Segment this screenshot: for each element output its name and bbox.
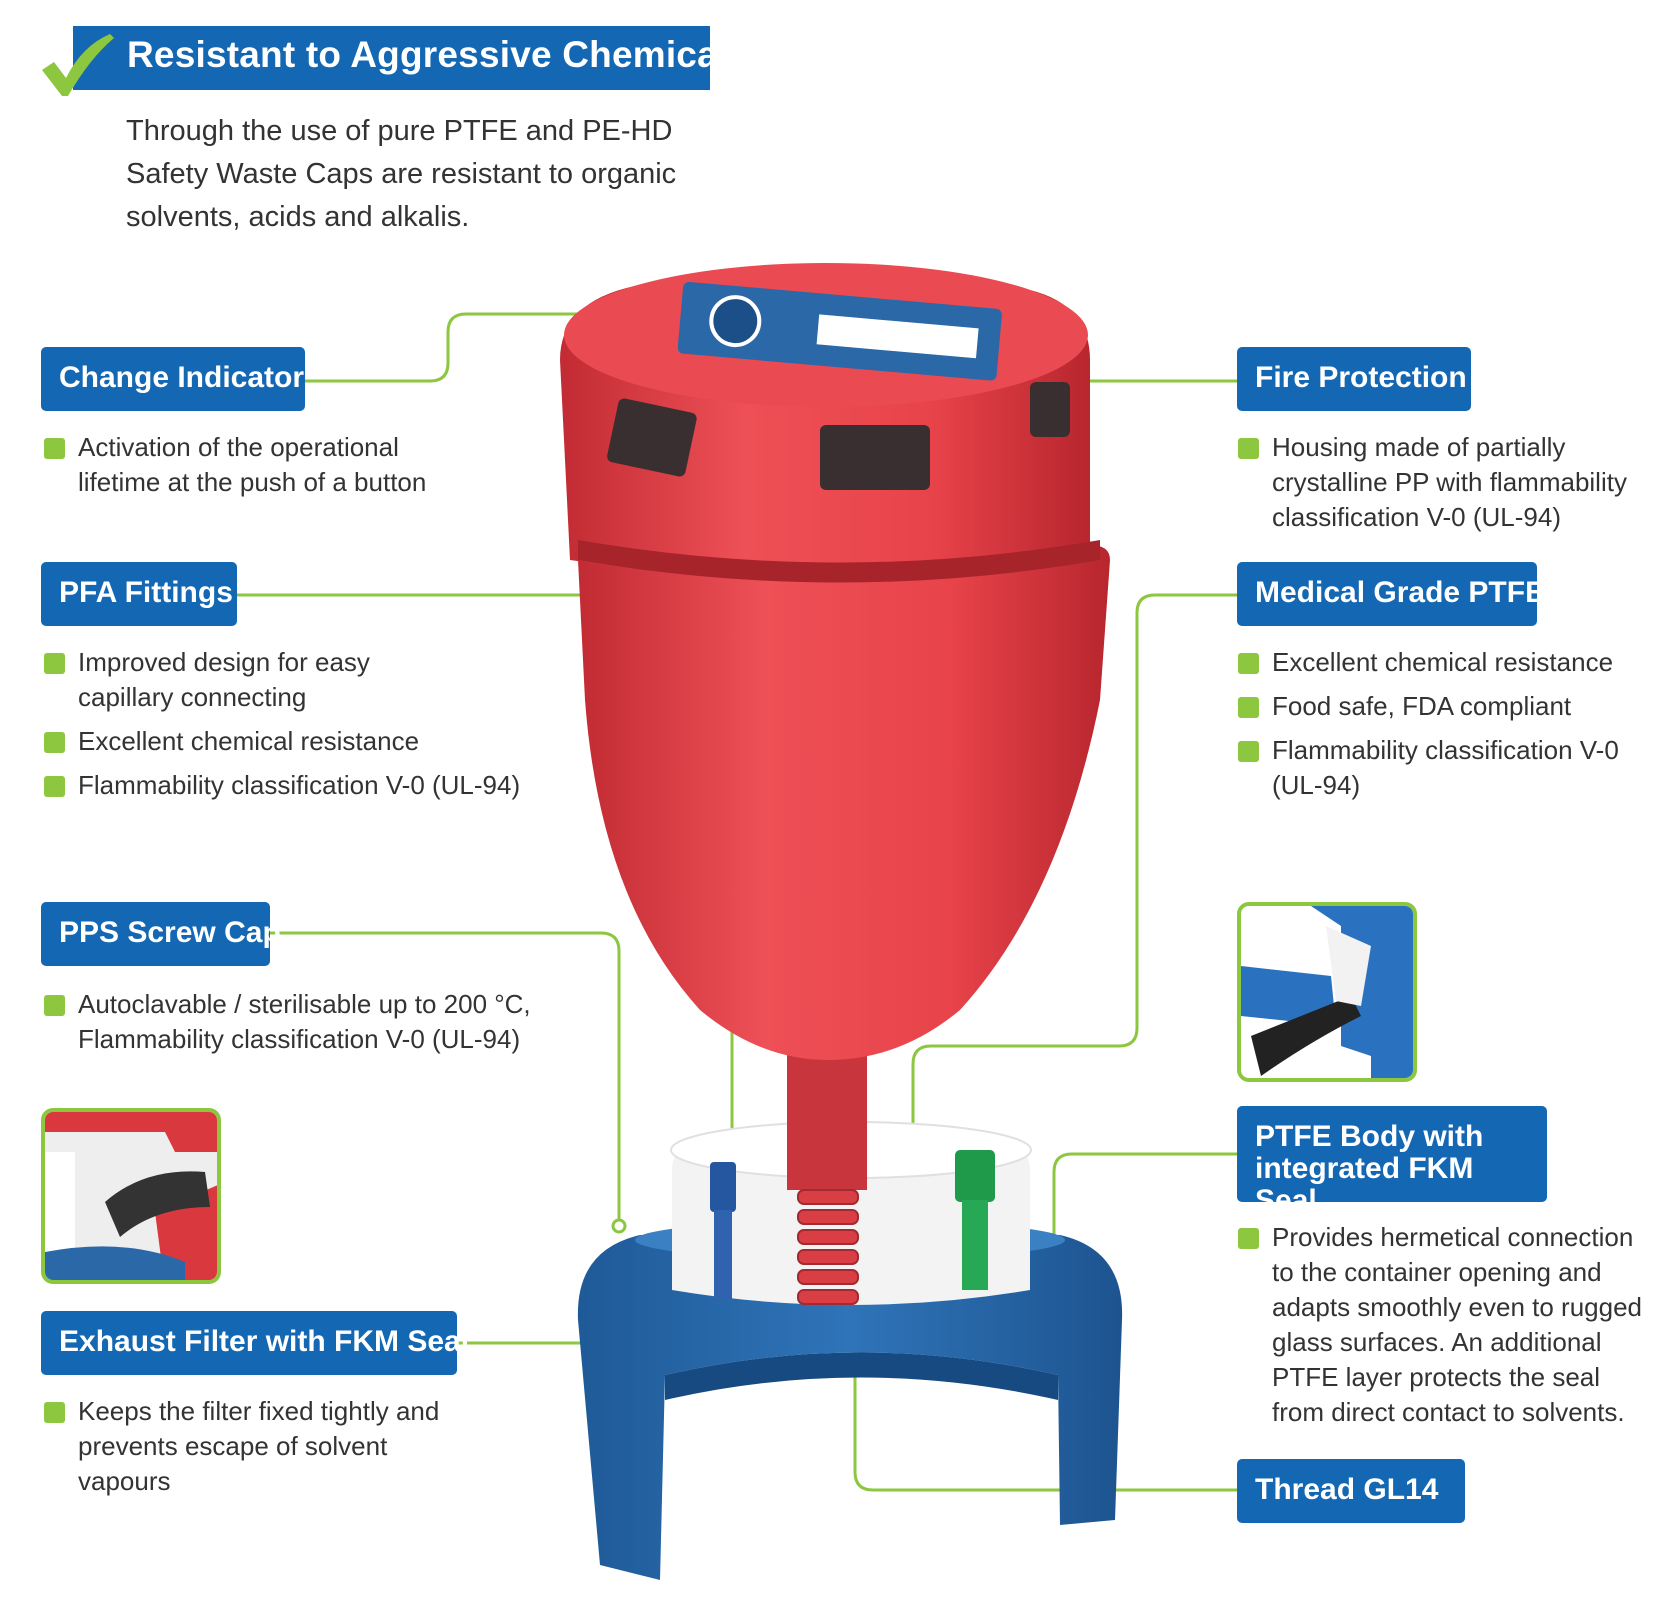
list-item: Improved design for easy capillary conne… (44, 645, 418, 715)
green-square-bullet-icon (44, 995, 65, 1016)
label-pfa-fittings: PFA Fittings (41, 562, 237, 626)
green-square-bullet-icon (1238, 1228, 1259, 1249)
green-fitting (955, 1150, 995, 1290)
list-item: Flammability classification V-0 (UL-94) (1238, 733, 1632, 803)
green-square-bullet-icon (44, 438, 65, 459)
label-change-indicator: Change Indicator (41, 347, 305, 411)
label-thread-gl14: Thread GL14 (1237, 1459, 1465, 1523)
list-item: Autoclavable / sterilisable up to 200 °C… (44, 987, 534, 1057)
label-exhaust-filter: Exhaust Filter with FKM Seal (41, 1311, 469, 1375)
green-square-bullet-icon (1238, 438, 1259, 459)
intro-text: Through the use of pure PTFE and PE-HD S… (126, 115, 677, 233)
title-banner (73, 26, 710, 90)
green-square-bullet-icon (44, 653, 65, 674)
page-title: Resistant to Aggressive Chemicals (127, 34, 750, 75)
list-item: Flammability classification V-0 (UL-94) (44, 768, 544, 803)
list-item: Excellent chemical resistance (44, 724, 544, 759)
ptfe-seal-detail-illustration (1241, 906, 1413, 1078)
blue-fitting (710, 1162, 736, 1300)
inset-exhaust-filter-seal (41, 1108, 221, 1284)
list-item: Food safe, FDA compliant (1238, 689, 1658, 724)
checkmark-icon (42, 34, 114, 96)
green-square-bullet-icon (44, 732, 65, 753)
red-housing (560, 263, 1110, 1060)
green-square-bullet-icon (1238, 741, 1259, 762)
green-square-bullet-icon (44, 1402, 65, 1423)
green-square-bullet-icon (44, 776, 65, 797)
label-pps-screw-cap: PPS Screw Cap (41, 902, 281, 966)
pfa-fittings-bullets: Improved design for easy capillary conne… (44, 645, 544, 812)
green-square-bullet-icon (1238, 653, 1259, 674)
ptfe-body-bullets: Provides hermetical connection to the co… (1238, 1220, 1658, 1439)
exhaust-filter-bullets: Keeps the filter fixed tightly and preve… (44, 1394, 484, 1508)
label-fire-protection: Fire Protection (1237, 347, 1471, 411)
pps-screw-cap-bullets: Autoclavable / sterilisable up to 200 °C… (44, 987, 534, 1066)
list-item: Keeps the filter fixed tightly and preve… (44, 1394, 484, 1499)
green-square-bullet-icon (1238, 697, 1259, 718)
label-medical-grade-ptfe: Medical Grade PTFE (1237, 562, 1545, 626)
list-item: Excellent chemical resistance (1238, 645, 1658, 680)
inset-ptfe-body-seal (1237, 902, 1417, 1082)
red-thread-stem (787, 1040, 867, 1305)
list-item: Housing made of partially crystalline PP… (1238, 430, 1638, 535)
fire-protection-bullets: Housing made of partially crystalline PP… (1238, 430, 1638, 544)
label-ptfe-body: PTFE Body with integrated FKM Seal (1237, 1106, 1547, 1217)
list-item: Activation of the operational lifetime a… (44, 430, 464, 500)
medical-ptfe-bullets: Excellent chemical resistance Food safe,… (1238, 645, 1658, 812)
change-indicator-bullets: Activation of the operational lifetime a… (44, 430, 464, 509)
list-item: Provides hermetical connection to the co… (1238, 1220, 1658, 1430)
seal-detail-illustration (45, 1112, 217, 1280)
